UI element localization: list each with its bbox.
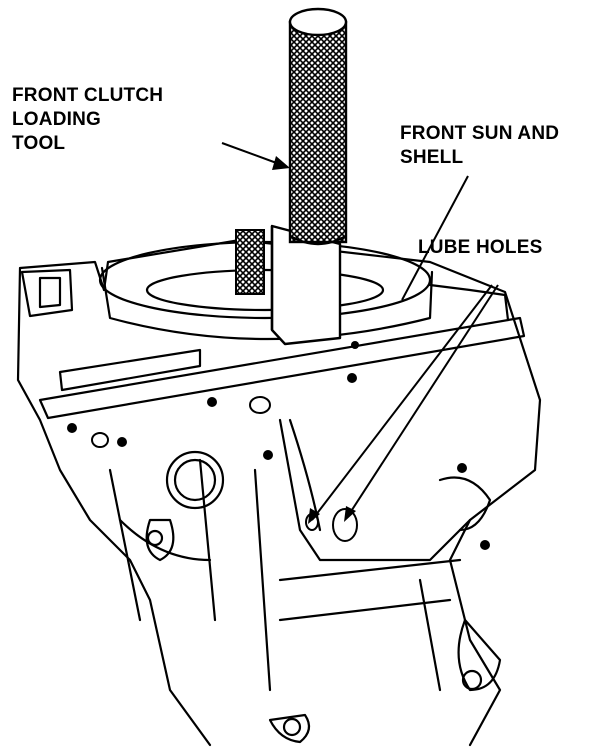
leader-lube-1 (311, 284, 493, 521)
left-boss (20, 268, 74, 318)
label-front-sun-and-shell: FRONT SUN AND SHELL (400, 123, 560, 168)
arrowheads (272, 156, 356, 524)
case-port (165, 450, 225, 510)
leader-lube-2 (347, 284, 499, 517)
clutch-tool-collar (235, 224, 342, 346)
gasket-plate (38, 316, 526, 420)
bolt-holes (67, 341, 490, 550)
label-lube-holes: LUBE HOLES (418, 237, 543, 258)
label-front-clutch-loading-tool: FRONT CLUTCH LOADING TOOL (12, 85, 164, 154)
leader-sun-shell (401, 175, 469, 301)
clutch-tool-handle (288, 7, 348, 246)
leader-tool (221, 142, 283, 166)
case-cavity (278, 418, 472, 562)
